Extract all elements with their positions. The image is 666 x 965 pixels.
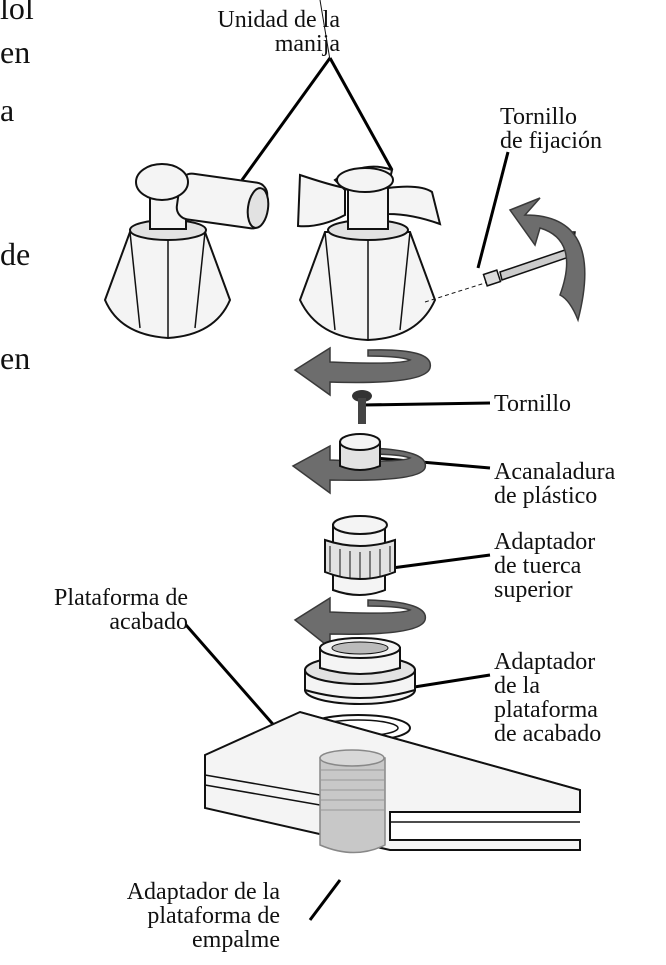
cropped-text-3: a [0,92,15,128]
left-handle-unit [103,163,270,340]
finish-deck-label: Plataforma de acabado [54,585,188,635]
screw-label: Tornillo [494,391,571,417]
cropped-text-4: de [0,236,31,272]
set-screw-and-key [424,197,586,323]
top-nut-adapter-part [324,515,396,596]
cropped-text-2: en [0,34,31,70]
handle-unit-label: Unidad de la manija [217,7,340,57]
leader-lines [184,57,510,921]
deck-slab [204,710,581,854]
screw-part [352,390,372,424]
right-handle-unit [296,165,442,342]
rotation-arrow-icon [508,197,586,323]
cropped-text-5: en [0,340,31,376]
top-nut-adapter-label: Adaptador de tuerca superior [494,529,596,603]
plastic-spline-label: Acanaladura de plástico [494,459,616,509]
set-screw-label: Tornillo de fijación [500,104,602,154]
rotation-arrow-icon [293,346,431,397]
finish-deck-adapter-label: Adaptador de la plataforma de acabado [494,649,602,747]
cropped-text-1: lol [0,0,34,26]
plastic-spline-part [339,433,381,471]
finish-deck-adapter-part [304,637,416,705]
joint-deck-adapter-label: Adaptador de la plataforma de empalme [126,879,280,953]
